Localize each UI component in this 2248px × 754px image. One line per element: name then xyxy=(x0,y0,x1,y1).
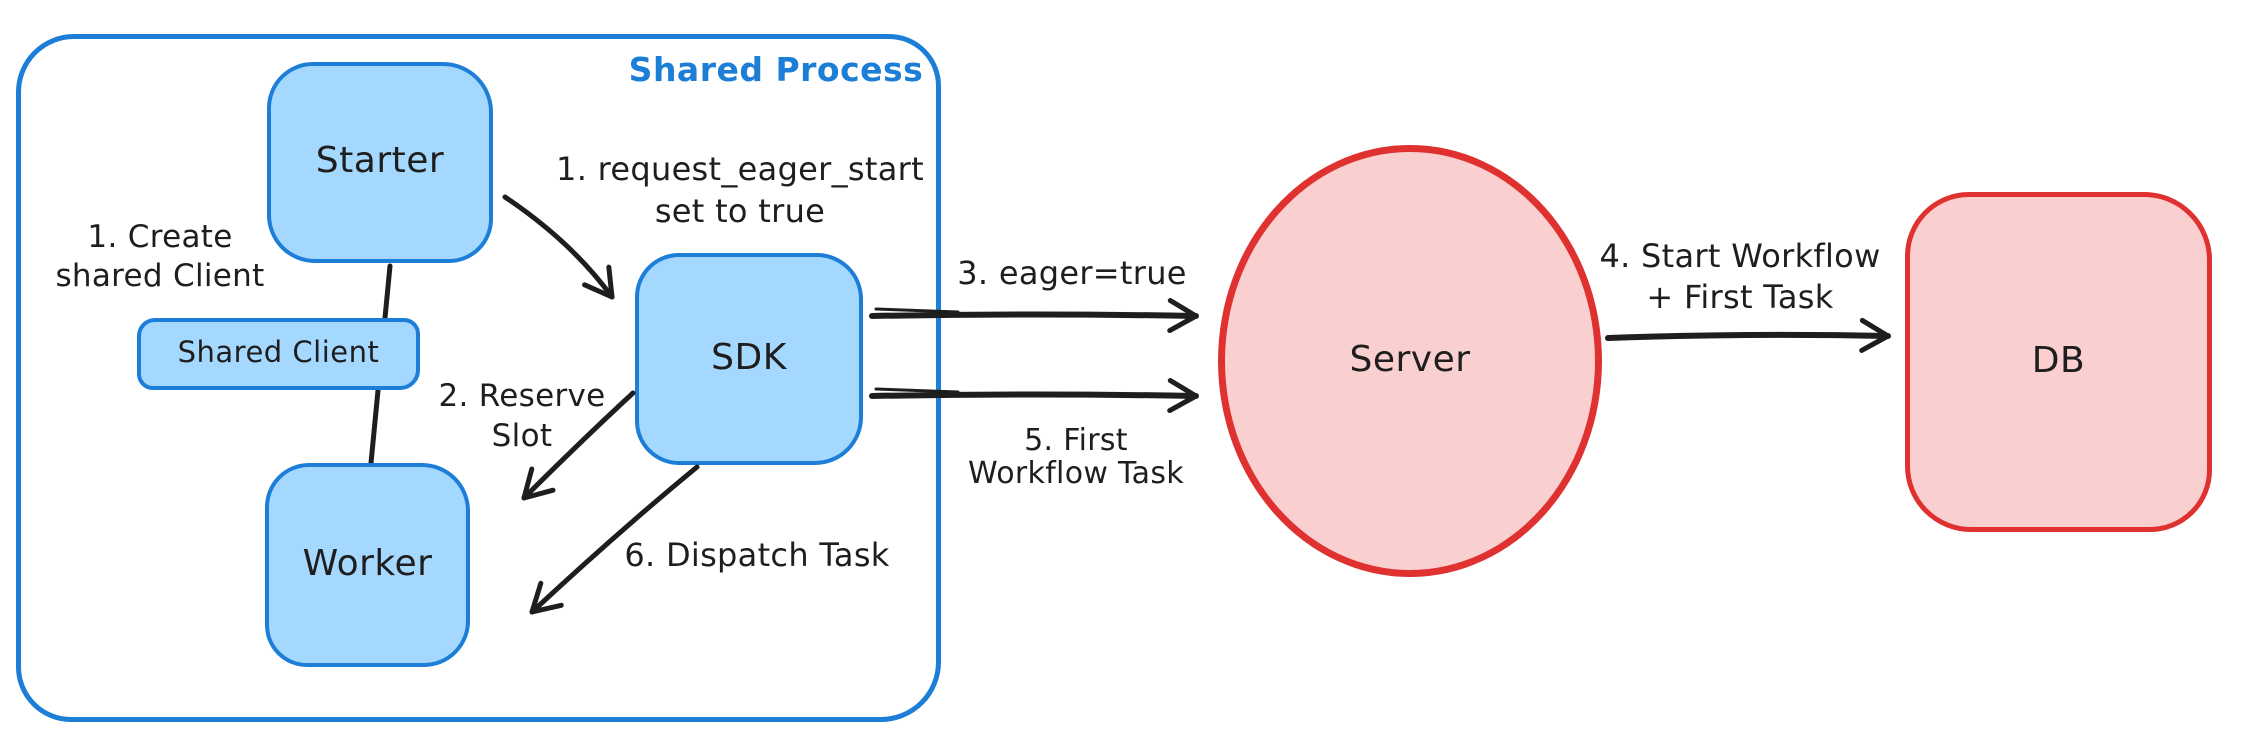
shared-process-label: Shared Process xyxy=(628,50,924,89)
node-server: Server xyxy=(1218,145,1602,577)
arrow-server-to-db xyxy=(1605,317,1891,353)
label-request-eager-start: 1. request_eager_start set to true xyxy=(556,150,924,230)
node-server-label: Server xyxy=(1349,338,1471,380)
node-sdk: SDK xyxy=(635,253,863,465)
node-shared-client: Shared Client xyxy=(137,318,420,390)
node-worker-label: Worker xyxy=(302,542,433,584)
label-eager-true: 3. eager=true xyxy=(957,254,1187,292)
node-shared-client-label: Shared Client xyxy=(177,335,380,369)
node-starter-label: Starter xyxy=(315,140,445,181)
node-db: DB xyxy=(1905,192,2212,532)
node-worker: Worker xyxy=(265,463,470,667)
node-starter: Starter xyxy=(267,62,493,263)
label-first-workflow-task: 5. First Workflow Task xyxy=(968,423,1184,491)
shared-process-container xyxy=(16,34,941,722)
label-dispatch-task: 6. Dispatch Task xyxy=(624,536,890,574)
label-start-workflow: 4. Start Workflow + First Task xyxy=(1599,237,1881,316)
label-reserve-slot: 2. Reserve Slot xyxy=(438,378,606,454)
node-db-label: DB xyxy=(2031,339,2086,381)
node-sdk-label: SDK xyxy=(711,336,787,378)
label-create-shared-client: 1. Create shared Client xyxy=(55,219,265,294)
